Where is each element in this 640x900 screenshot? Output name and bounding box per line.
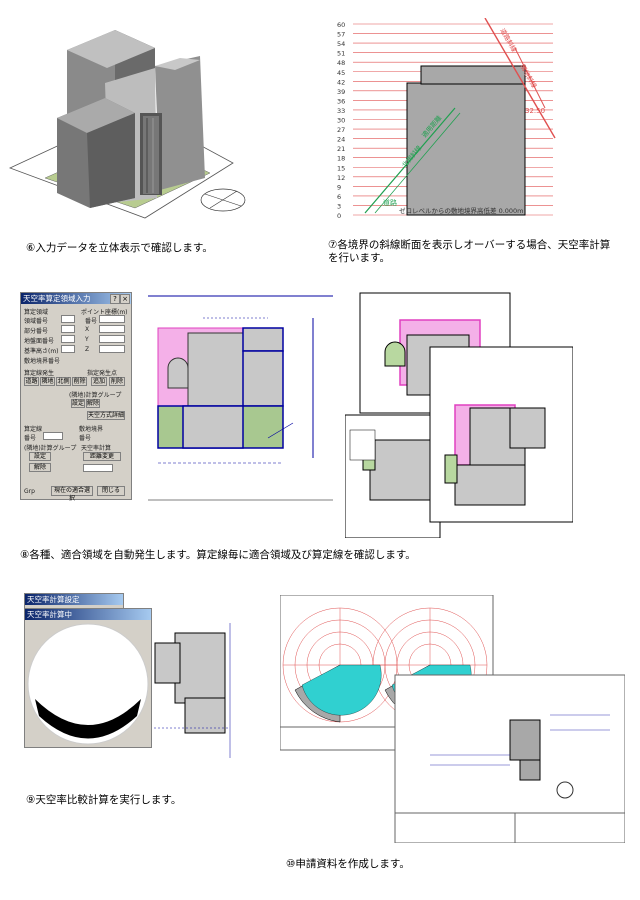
caption-10: ⑩申請資料を作成します。 [286, 858, 410, 870]
slant-label-red: 道路斜線 [498, 27, 519, 54]
lower-label-2: 敷地境界 [79, 426, 104, 433]
level-label: 57 [337, 31, 345, 39]
calc-progress-titlebar: 天空率計算中 [25, 609, 151, 620]
level-label: 33 [337, 107, 345, 115]
level-label: 0 [337, 212, 341, 218]
lower-set-button[interactable]: 設定 [29, 452, 51, 461]
level-label: 30 [337, 117, 345, 125]
lower-field-1[interactable] [43, 432, 63, 440]
road-label: 道路 [383, 198, 397, 207]
section2-label: 指定発生点 [87, 370, 118, 377]
point-delete-button[interactable]: 削除 [109, 377, 125, 386]
level-label: 6 [337, 193, 341, 201]
area-label-0: 算定領域 [24, 309, 49, 316]
baseline-label: ゼロレベルからの敷地境界高低差 0.000m [399, 206, 524, 215]
close-dialog-button[interactable]: 閉じる [97, 486, 125, 496]
current-selection-button[interactable]: 現在の適合選択 [51, 486, 93, 502]
group-set-button[interactable]: 設定 [71, 399, 85, 408]
point-header: ポイント座標(m) [81, 309, 128, 316]
area-field-2[interactable] [61, 325, 75, 333]
group-clear-button[interactable]: 解除 [86, 399, 100, 408]
area-input-dialog: 天空率算定領域入力 ? × 算定領域 領域番号 部分番号 地盤面番号 基準高さ(… [20, 292, 132, 502]
point-label-3: Z [85, 346, 90, 353]
lower-field-2[interactable] [83, 464, 113, 472]
gen-road-button[interactable]: 道路 [24, 377, 39, 386]
level-label: 27 [337, 126, 345, 134]
distance-change-button[interactable]: 距離変更 [83, 452, 121, 461]
area-field-1[interactable] [61, 315, 75, 323]
lower-label-0: 算定線 [24, 426, 43, 433]
caption-9: ⑨天空率比較計算を実行します。 [26, 794, 182, 806]
calc-settings-title: 天空率計算設定 [27, 595, 80, 604]
gen-delete-button[interactable]: 削除 [72, 377, 87, 386]
caption-8: ⑧各種、適合領域を自動発生します。算定線毎に適合領域及び算定線を確認します。 [20, 549, 416, 561]
area-dialog-title: 天空率算定領域入力 [23, 294, 91, 303]
level-label: 24 [337, 136, 345, 144]
panel-3d-view [5, 18, 270, 223]
help-icon[interactable]: ? [110, 294, 120, 304]
level-label: 21 [337, 145, 345, 153]
point-add-button[interactable]: 追加 [91, 377, 107, 386]
level-label: 60 [337, 21, 345, 29]
level-label: 39 [337, 88, 345, 96]
lower-group2-label: 天空率計算 [81, 445, 112, 452]
area-label-5: 敷地境界番号 [24, 358, 61, 365]
point-field-2[interactable] [99, 335, 125, 343]
level-label: 36 [337, 97, 345, 105]
point-field-0[interactable] [99, 315, 125, 323]
point-label-1: X [85, 326, 90, 333]
area-dialog-titlebar: 天空率算定領域入力 ? × [21, 293, 131, 304]
level-label: 15 [337, 164, 345, 172]
area-label-1: 領域番号 [24, 318, 49, 325]
area-label-2: 部分番号 [24, 328, 49, 335]
panel-documents [280, 595, 625, 843]
caption-7-line1: ⑦各境界の斜線断面を表示しオーバーする場合、天空率計算 [328, 239, 611, 251]
gen-neighbor-button[interactable]: 隣地 [40, 377, 55, 386]
compass-icon [200, 188, 246, 212]
group-label: (隣地)計算グループ [69, 392, 122, 399]
section1-label: 算定線発生 [24, 370, 55, 377]
level-label: 42 [337, 78, 345, 86]
area-label-4: 基準高さ(m) [24, 348, 59, 355]
level-label: 54 [337, 40, 345, 48]
level-label: 48 [337, 59, 345, 67]
lower-clear-button[interactable]: 解除 [29, 463, 51, 472]
caption-7-line2: を行います。 [328, 252, 390, 264]
calc-detail-button[interactable]: 天空方式詳細 [87, 411, 125, 420]
area-field-3[interactable] [61, 335, 75, 343]
gen-north-button[interactable]: 北側 [56, 377, 71, 386]
panel-area-plan [18, 288, 333, 510]
point-field-1[interactable] [99, 325, 125, 333]
level-label: 3 [337, 202, 341, 210]
area-label-3: 地盤面番号 [24, 338, 55, 345]
footer-label: Grp [24, 488, 35, 495]
area-field-4[interactable] [61, 345, 75, 353]
close-icon[interactable]: × [120, 294, 130, 304]
level-label: 9 [337, 183, 341, 191]
lower-label-3: 番号 [79, 435, 92, 442]
calc-progress-dialog: 天空率計算中 [24, 608, 152, 748]
height-label: 32.50 [525, 107, 545, 115]
calc-progress-title: 天空率計算中 [27, 610, 72, 619]
point-label-0: 番号 [85, 318, 98, 325]
caption-6: ⑥入力データを立体表示で確認します。 [26, 242, 213, 254]
calc-settings-titlebar: 天空率計算設定 [25, 594, 123, 605]
level-label: 12 [337, 174, 345, 182]
lower-group-label: (隣地)計算グループ [24, 445, 77, 452]
point-field-3[interactable] [99, 345, 125, 353]
level-label: 45 [337, 69, 345, 77]
point-label-2: Y [85, 336, 89, 343]
level-label: 51 [337, 50, 345, 58]
panel-stacked-plans [345, 290, 573, 538]
level-label: 18 [337, 155, 345, 163]
lower-label-1: 番号 [24, 435, 37, 442]
